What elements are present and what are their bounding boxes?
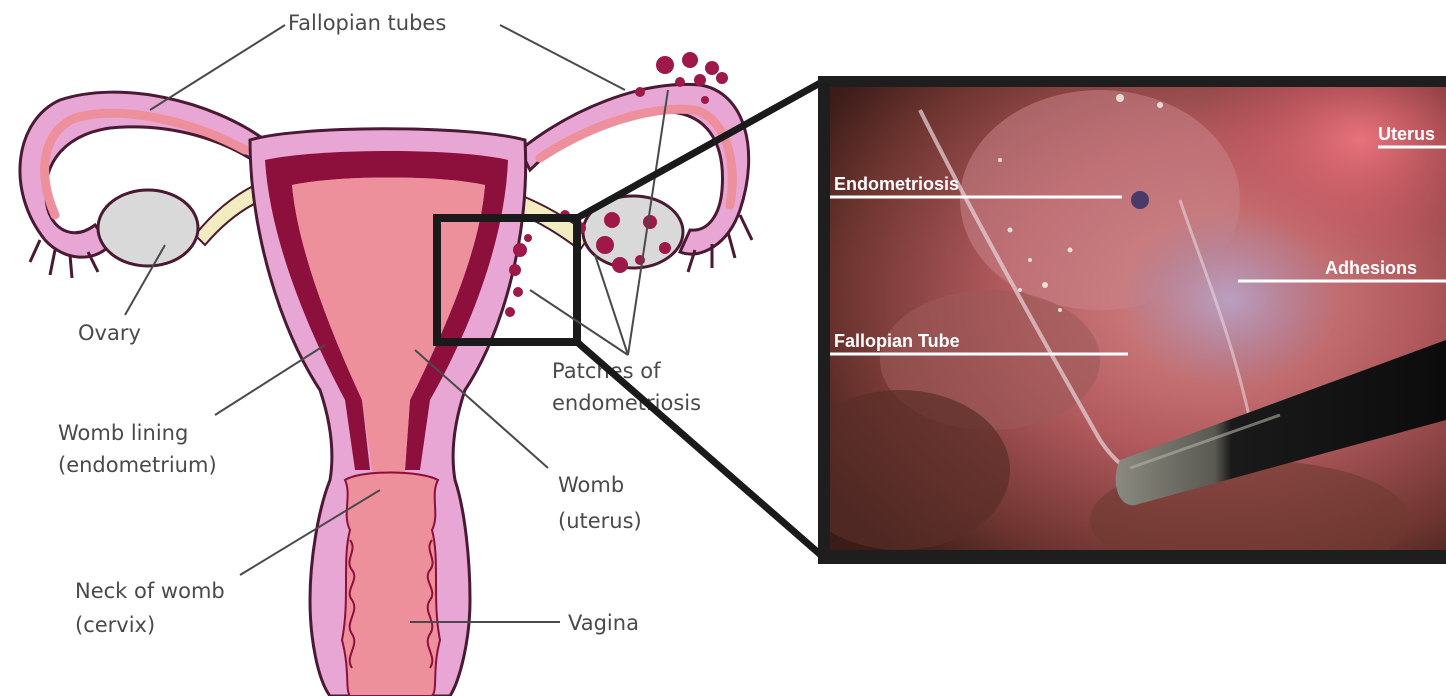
uterus-diagram: Fallopian tubes Ovary Womb lining (endom… [20, 11, 752, 696]
label-endometrium: (endometrium) [58, 453, 217, 477]
label-vagina: Vagina [568, 611, 639, 635]
photo-label-adhesions: Adhesions [1325, 258, 1417, 278]
photo-label-fallopian-tube: Fallopian Tube [834, 331, 960, 351]
label-womb-lining: Womb lining [58, 421, 188, 445]
label-neck-of-womb: Neck of womb [75, 579, 225, 603]
photo-label-uterus: Uterus [1378, 124, 1435, 144]
vaginal-canal [342, 473, 440, 696]
label-cervix: (cervix) [75, 613, 155, 637]
label-ovary: Ovary [78, 321, 141, 345]
label-endometriosis: endometriosis [552, 391, 701, 415]
left-ovary [98, 190, 198, 266]
photo-label-endometriosis: Endometriosis [834, 174, 959, 194]
label-fallopian-tubes: Fallopian tubes [288, 11, 446, 35]
label-uterus: (uterus) [558, 509, 642, 533]
laparoscopy-photo: Uterus Endometriosis Adhesions Fallopian… [790, 20, 1446, 580]
label-womb: Womb [558, 473, 624, 497]
